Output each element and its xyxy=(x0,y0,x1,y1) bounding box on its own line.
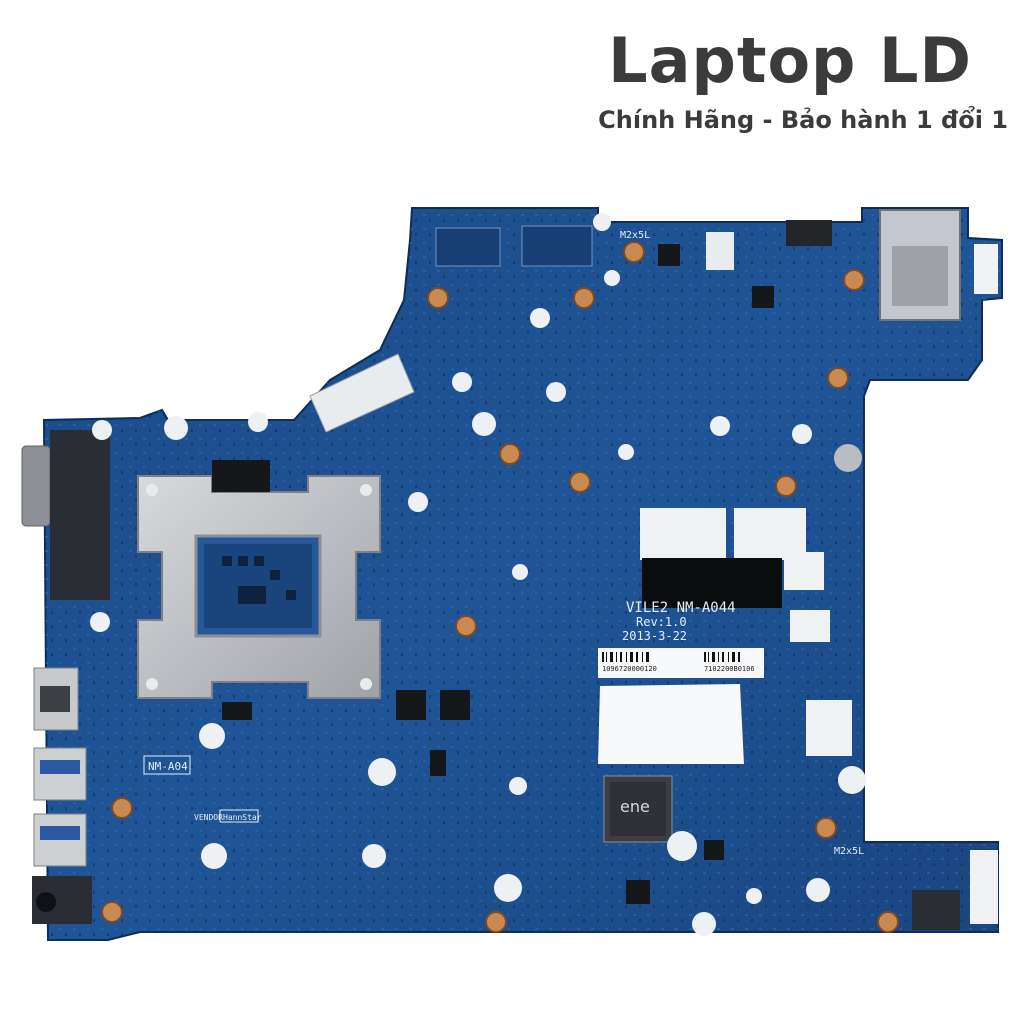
label-sticker xyxy=(598,684,744,764)
board-date: 2013-3-22 xyxy=(622,629,687,643)
left-io-ports xyxy=(21,430,110,924)
screw-mark-bottom: M2x5L xyxy=(834,846,864,857)
screw-mark-top: M2x5L xyxy=(620,230,650,241)
board-code: NM-A04 xyxy=(148,760,188,773)
barcode-sticker xyxy=(598,648,764,678)
brand-title: Laptop LD xyxy=(608,24,972,97)
barcode-left-text: 1096720000120 xyxy=(602,665,657,673)
central-connectors xyxy=(640,508,998,930)
vendor-label: VENDOR xyxy=(194,813,223,822)
barcode-right-text: 7102200B0106 xyxy=(704,665,755,673)
barcode-bars xyxy=(602,652,740,662)
panel-vendor: HannStar xyxy=(223,813,262,822)
brand-tagline: Chính Hãng - Bảo hành 1 đổi 1 xyxy=(598,106,1008,134)
chip-brand: ene xyxy=(620,797,650,816)
board-chips xyxy=(212,244,774,904)
cpu-heatsink-bracket xyxy=(137,475,381,699)
board-model: VILE2 NM-A044 xyxy=(626,600,736,616)
board-revision: Rev:1.0 xyxy=(636,615,687,629)
grey-hole xyxy=(834,444,862,472)
screw-pads xyxy=(101,241,899,933)
ene-chip xyxy=(603,775,673,843)
top-connectors xyxy=(309,209,998,433)
mounting-holes xyxy=(90,213,866,936)
